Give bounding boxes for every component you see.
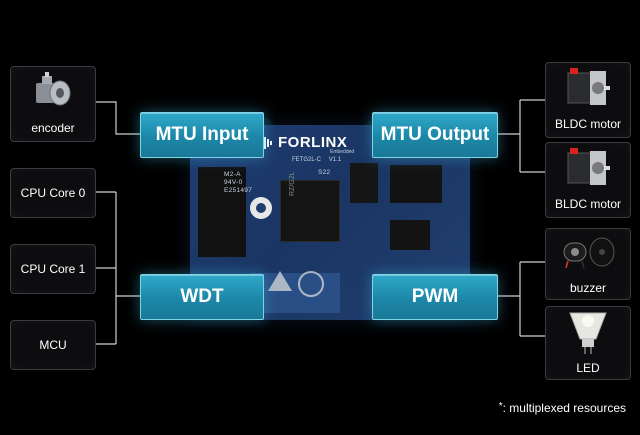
footnote: *: multiplexed resources	[499, 401, 626, 415]
silkscreen-text: E251497	[224, 187, 253, 194]
version-text: V1.1	[328, 157, 342, 163]
mounting-hole	[250, 197, 272, 219]
bldc-motor-icon	[567, 68, 610, 105]
bldc-motor-card-2: BLDC motor	[545, 142, 631, 218]
board-brand: FORLINX Embedded	[258, 134, 354, 155]
processor-chip: RZ/G2L	[280, 171, 340, 242]
buzzer-card: buzzer	[545, 228, 631, 300]
model-text: FETG2L-C	[292, 157, 322, 163]
brand-subtitle: Embedded	[330, 149, 355, 155]
mcu-card: MCU	[10, 320, 96, 370]
led-card: LED	[545, 306, 631, 380]
encoder-card: encoder	[10, 66, 96, 142]
mtu-input-box: MTU Input	[140, 112, 264, 158]
board-model: FETG2L-C V1.1	[292, 157, 341, 163]
cpu-core-1-card: CPU Core 1	[10, 244, 96, 294]
footnote-text: : multiplexed resources	[502, 401, 626, 415]
silkscreen-text: M2-A	[224, 171, 241, 178]
buzzer-label: buzzer	[569, 281, 607, 295]
silkscreen-text: 94V-0	[224, 179, 243, 186]
bldc-motor-card-1: BLDC motor	[545, 62, 631, 138]
encoder-label: encoder	[31, 121, 75, 135]
led-bulb-icon	[569, 312, 607, 354]
silkscreen-text: S22	[318, 169, 331, 176]
component-chip	[350, 163, 378, 203]
cpu-core-1-label: CPU Core 1	[20, 262, 86, 276]
pmic-chip	[390, 165, 442, 203]
bldc-motor-label-1: BLDC motor	[554, 117, 622, 131]
wdt-box: WDT	[140, 274, 264, 320]
pad-area	[250, 273, 340, 313]
brand-name: FORLINX	[278, 134, 348, 151]
cpu-core-0-card: CPU Core 0	[10, 168, 96, 218]
pwm-box: PWM	[372, 274, 498, 320]
bldc-motor-label-2: BLDC motor	[554, 197, 622, 211]
memory-chip	[198, 167, 246, 257]
esd-warning-icon	[268, 271, 292, 291]
led-label: LED	[576, 361, 600, 375]
mcu-label: MCU	[39, 338, 67, 352]
encoder-icon	[36, 72, 71, 106]
footnote-asterisk: *	[498, 401, 503, 412]
cpu-core-0-label: CPU Core 0	[20, 186, 86, 200]
no-dispose-icon	[298, 271, 324, 297]
buzzer-icon	[563, 237, 615, 269]
bldc-motor-icon	[567, 148, 610, 185]
mtu-output-box: MTU Output	[372, 112, 498, 158]
component-chip	[390, 220, 430, 250]
